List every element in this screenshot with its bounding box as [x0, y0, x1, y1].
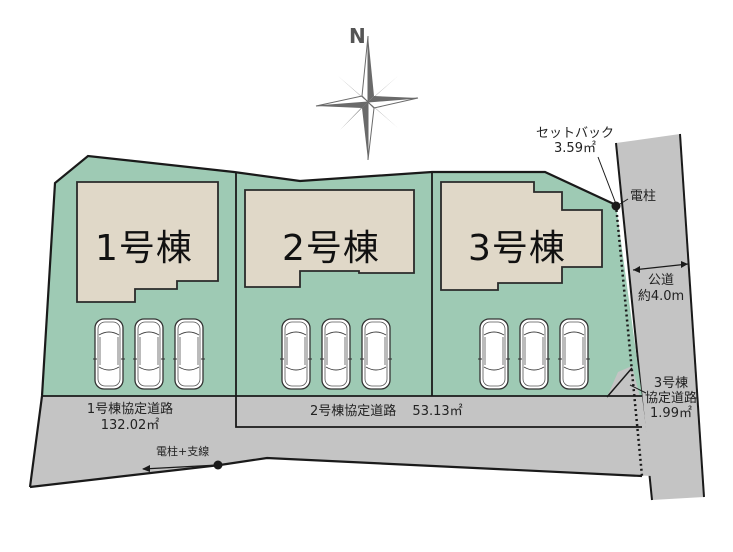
lot2-agreement-road-area: 53.13㎡ [412, 404, 463, 419]
lot3-label: 3号棟 [468, 228, 566, 269]
building-lot2 [244, 189, 415, 288]
setback-label: セットバック 3.59㎡ [525, 127, 625, 155]
setback-title: セットバック [535, 126, 614, 141]
lot1-agreement-road-label: 1号棟協定道路 132.02㎡ [70, 403, 190, 432]
lot2-agreement-road-label: 2号棟協定道路 53.13㎡ [310, 405, 463, 418]
lot2-label: 2号棟 [282, 228, 380, 269]
parking-lot2 [279, 318, 393, 390]
lot3-agreement-road-label: 3号棟 協定道路 1.99㎡ [640, 377, 702, 420]
lot1-agreement-road-area: 132.02㎡ [100, 418, 160, 433]
building-lot3 [440, 181, 603, 291]
public-road-label: 公道 約4.0m [632, 274, 690, 303]
compass-rose-icon [315, 35, 419, 161]
parking-lot1 [92, 318, 206, 390]
utility-pole-guy-label: 電柱+支線 [156, 445, 210, 458]
public-road-width: 約4.0m [637, 289, 685, 304]
utility-pole-top-marker [611, 201, 621, 211]
compass-north-label: N [349, 24, 366, 48]
lot2-agreement-road-title: 2号棟協定道路 [310, 404, 397, 419]
agreement-road-area [30, 396, 652, 487]
lot1-label: 1号棟 [95, 228, 193, 269]
public-road-title: 公道 [647, 273, 674, 288]
parking-lot3 [477, 318, 591, 390]
lot3-agreement-road-area: 1.99㎡ [650, 406, 692, 421]
lot3-agreement-road-triangle [607, 366, 640, 397]
public-road [616, 134, 704, 500]
utility-pole-label: 電柱 [630, 189, 657, 204]
building-lot1 [76, 181, 219, 303]
setback-area: 3.59㎡ [554, 141, 596, 156]
lot3-agreement-road-subtitle: 協定道路 [644, 391, 697, 406]
lot3-agreement-road-title: 3号棟 [653, 376, 689, 391]
utility-pole-guy-marker [213, 460, 223, 470]
lot1-agreement-road-title: 1号棟協定道路 [86, 402, 174, 417]
